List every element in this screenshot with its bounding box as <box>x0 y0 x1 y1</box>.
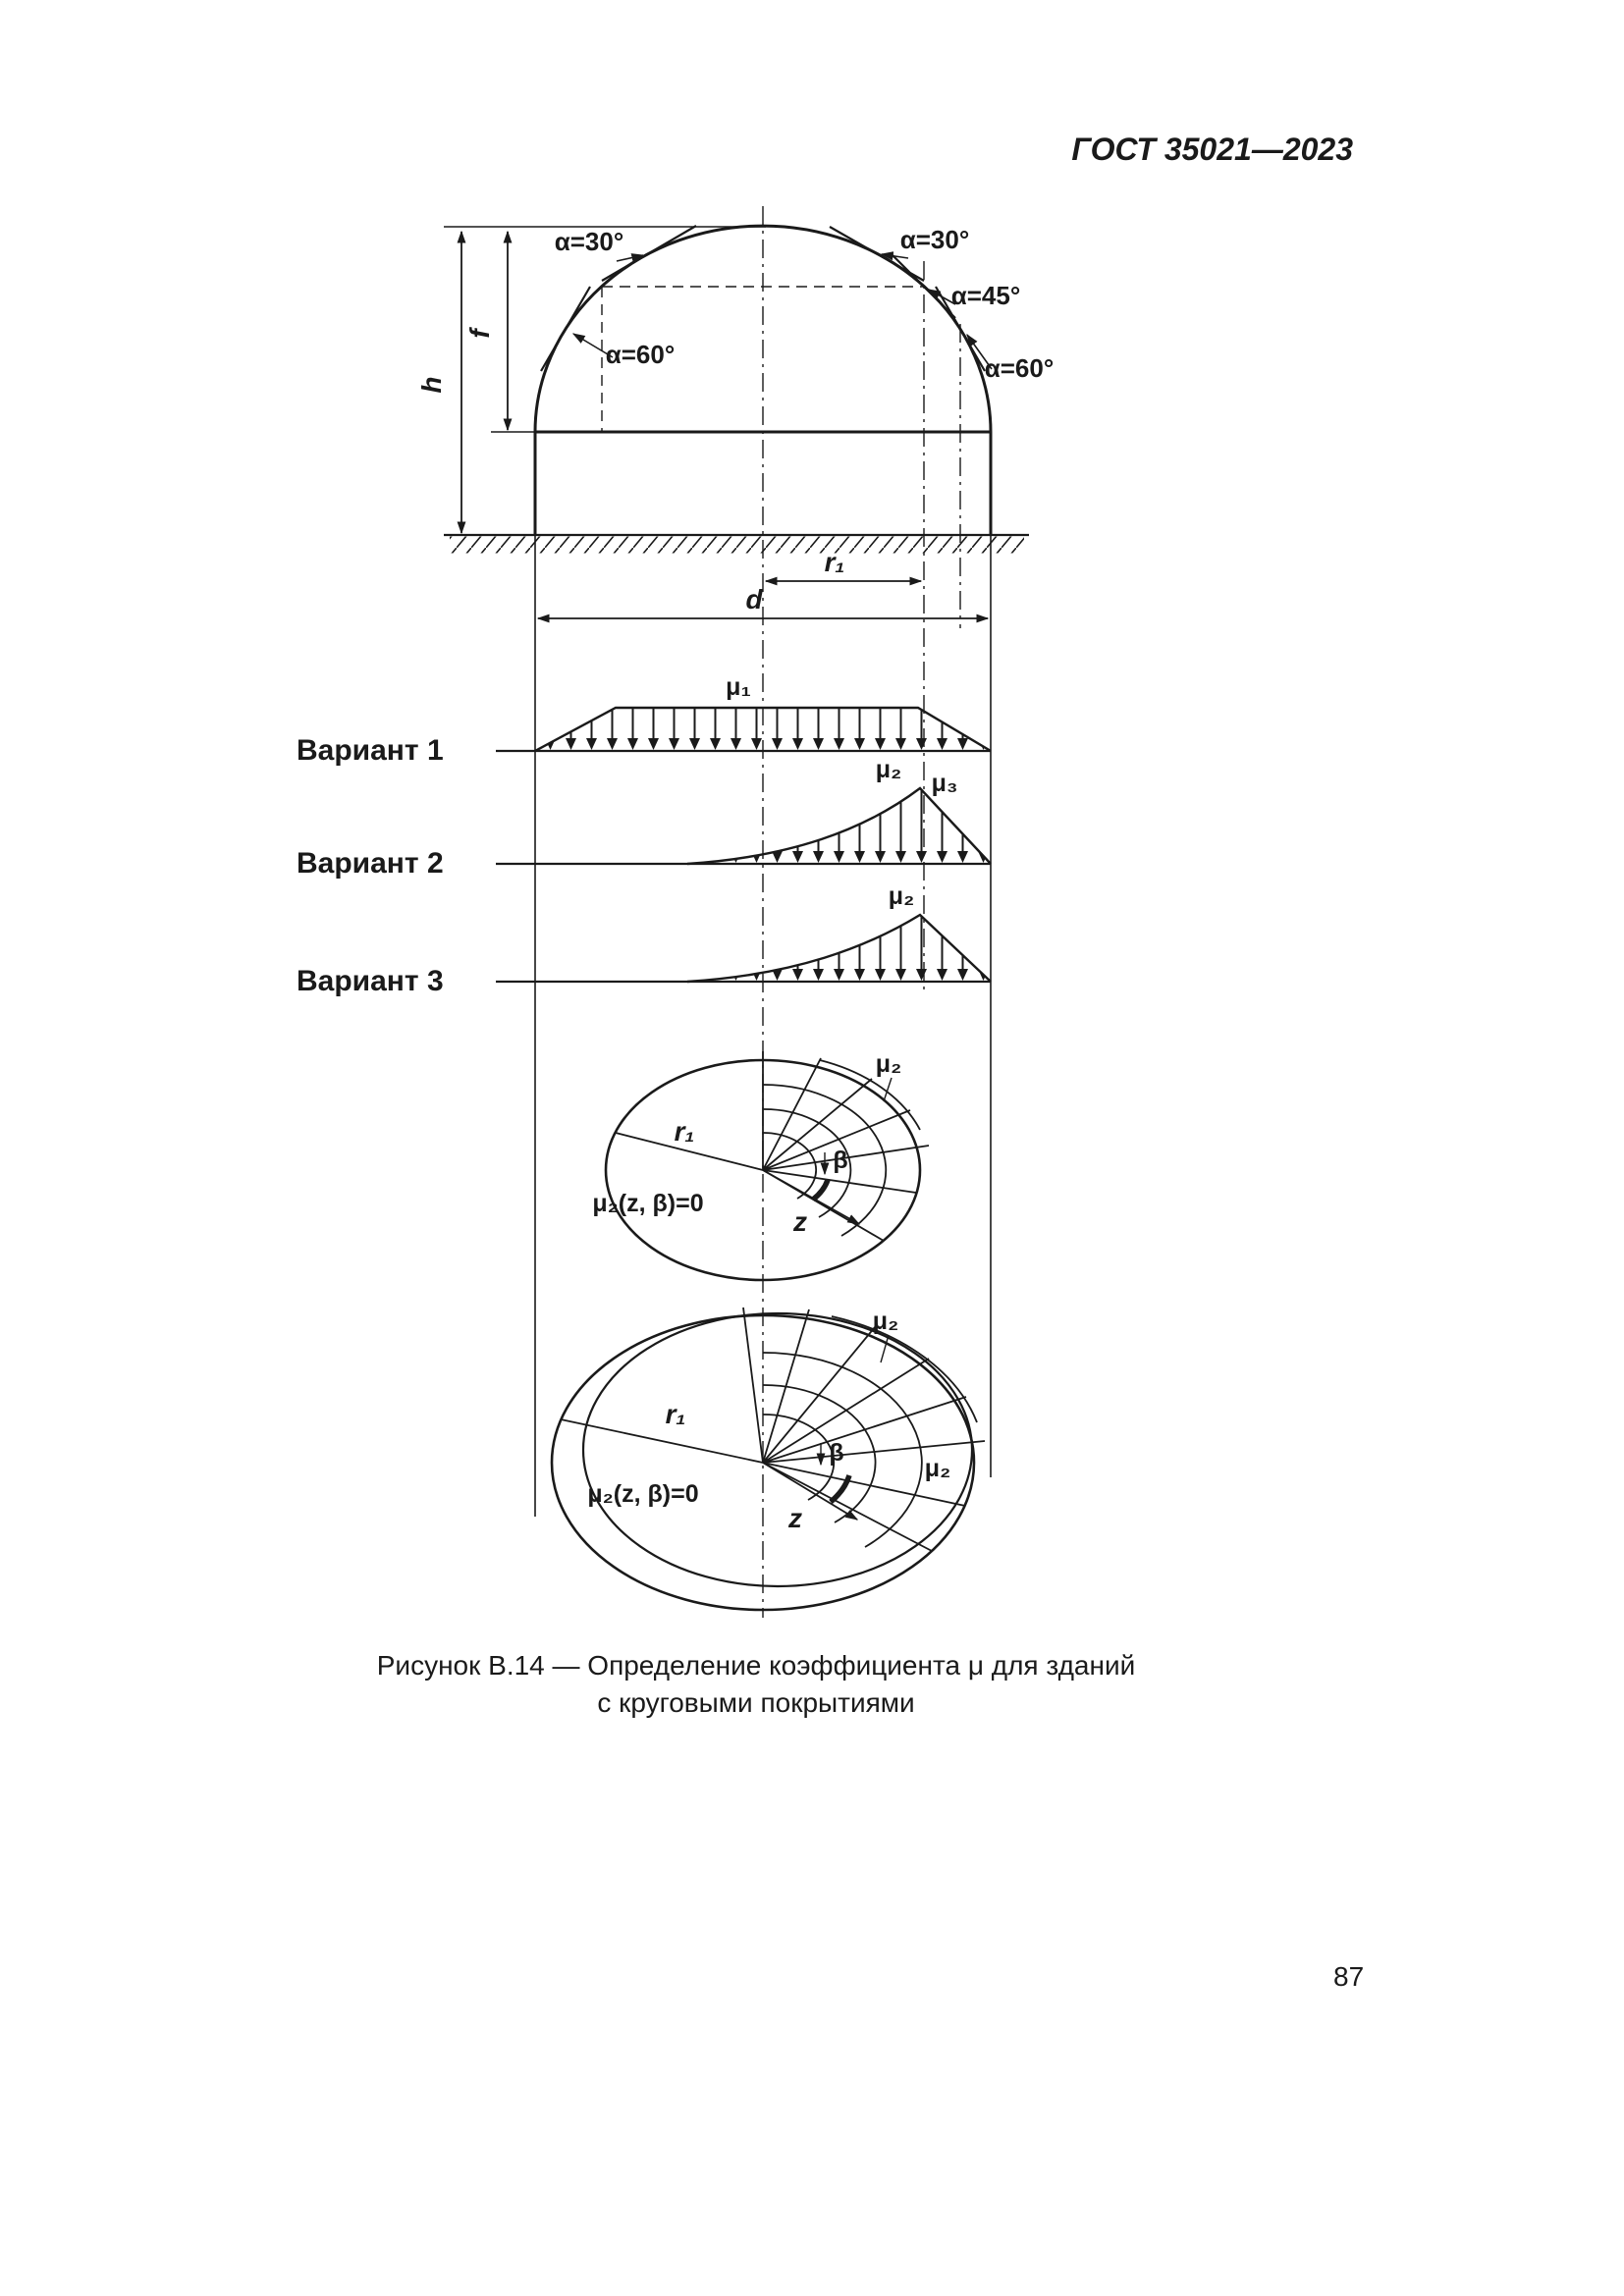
variant3-load-arrows <box>687 915 991 982</box>
variant1-profile <box>534 706 992 753</box>
label-mu3-variant2: μ₃ <box>932 770 958 797</box>
plan2-label-r1: r₁ <box>666 1399 686 1429</box>
figure-caption-line1: Рисунок В.14 — Определение коэффициента … <box>376 1650 1136 1681</box>
label-dim-r1: r₁ <box>825 547 845 577</box>
leader-alpha60-left <box>571 333 614 358</box>
variant3-profile <box>686 913 992 984</box>
label-dim-d: d <box>745 584 763 614</box>
plan2-radial-fan <box>742 1307 986 1464</box>
plan-view-lower: r₁ z β μ₂ μ₂ μ₂(z, β)=0 <box>550 1307 986 1612</box>
label-mu2-variant3: μ₂ <box>889 882 914 910</box>
plan-view-upper: r₁ z β μ₂ μ₂(z, β)=0 <box>592 1050 930 1282</box>
plan2-label-mu2-right: μ₂ <box>925 1455 950 1482</box>
plan2-label-mu2-zero: μ₂(z, β)=0 <box>587 1480 698 1508</box>
page-number: 87 <box>1333 1961 1365 1992</box>
label-dim-h: h <box>416 376 447 393</box>
figure-caption-line2: с круговыми покрытиями <box>597 1686 915 1718</box>
wall-projection-lines <box>534 535 992 1517</box>
label-alpha45-right: α=45° <box>951 281 1020 310</box>
plan2-sector-bold-arc <box>829 1474 852 1505</box>
plan1-mu2-leader <box>883 1077 893 1102</box>
plan2-z-arrow <box>762 1462 859 1521</box>
extension-lines <box>444 226 766 433</box>
plan1-r1-line <box>615 1132 764 1171</box>
figure-caption: Рисунок В.14 — Определение коэффициента … <box>377 1647 1135 1722</box>
plan1-label-beta: β <box>833 1147 847 1174</box>
label-variant-3: Вариант 3 <box>297 965 444 997</box>
label-variant-2: Вариант 2 <box>297 847 444 880</box>
load-variant-1: Вариант 1 μ₁ <box>297 673 992 767</box>
plan1-label-mu2-zero: μ₂(z, β)=0 <box>592 1190 703 1217</box>
label-mu2-variant2: μ₂ <box>876 756 901 783</box>
document-header: ГОСТ 35021—2023 <box>1071 132 1353 167</box>
dashed-45deg-guides <box>601 286 924 432</box>
center-axis-and-guide-lines <box>762 206 961 1618</box>
plan2-label-mu2-top: μ₂ <box>873 1308 898 1335</box>
label-mu1: μ₁ <box>726 673 751 701</box>
label-alpha60-right: α=60° <box>985 353 1054 383</box>
plan2-contour-arcs <box>762 1352 923 1548</box>
leader-alpha60-right <box>966 333 993 370</box>
walls <box>533 432 993 535</box>
load-variant-2: Вариант 2 μ₂ μ₃ <box>297 756 992 880</box>
dimensions: h f r₁ d <box>416 226 990 623</box>
plan2-mu2-top-leader <box>880 1334 890 1363</box>
variant2-profile <box>686 786 992 866</box>
plan1-sector-bold-arc <box>811 1178 831 1202</box>
leader-alpha45-right <box>927 289 956 305</box>
variant2-load-arrows <box>687 788 991 864</box>
plan2-sector-lines <box>762 1462 966 1552</box>
plan2-outer-load-arc <box>831 1315 978 1423</box>
label-alpha30-left: α=30° <box>555 227 623 256</box>
plan2-outline-outer <box>550 1313 976 1612</box>
label-dim-f: f <box>464 327 495 339</box>
plan1-outer-load-arc <box>819 1059 921 1131</box>
ground-hatching <box>450 536 1024 554</box>
label-alpha60-left: α=60° <box>606 340 675 369</box>
plan1-label-mu2: μ₂ <box>876 1050 901 1078</box>
plan1-label-r1: r₁ <box>675 1116 695 1147</box>
dome-section: α=30° α=30° α=45° α=60° α=60° <box>444 224 1054 554</box>
load-variant-3: Вариант 3 μ₂ <box>297 882 992 997</box>
leader-alpha30-right <box>880 251 909 261</box>
variant1-load-arrows <box>535 708 991 751</box>
plan2-r1-line <box>560 1418 764 1464</box>
plan1-radial-fan <box>762 1051 930 1171</box>
leader-alpha30-left <box>616 253 645 262</box>
plan2-outline-inner <box>581 1311 974 1588</box>
plan1-label-z: z <box>792 1206 807 1237</box>
plan2-label-z: z <box>787 1503 802 1533</box>
tangent-ticks <box>540 225 986 372</box>
label-variant-1: Вариант 1 <box>297 734 444 767</box>
plan1-z-arrow <box>762 1169 861 1225</box>
label-alpha30-right: α=30° <box>900 225 969 254</box>
plan2-label-beta: β <box>829 1439 843 1467</box>
